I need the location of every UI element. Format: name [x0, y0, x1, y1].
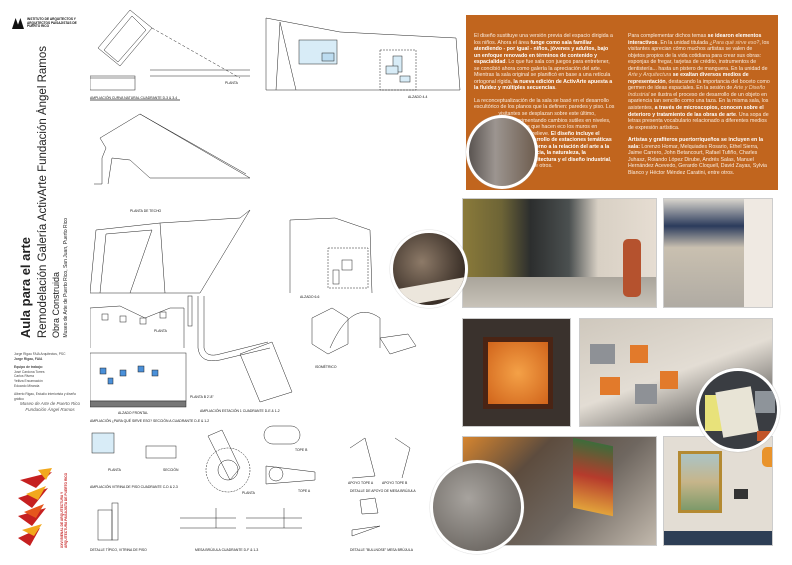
description-text-segment: Lorenzo Homar, Melquiades Rosario, Ethel…	[628, 143, 767, 176]
label-mesa-brujula: MESA BRÚJULA CUADRANTE D-F & 1-3	[195, 547, 258, 552]
label-planta-c: PLANTA	[108, 468, 122, 472]
photo-gallery-corridor	[462, 198, 657, 308]
client-line1: Museo de Arte de Puerto Rico	[19, 401, 81, 406]
description-paragraph: Para complementar dichos temas se idearo…	[628, 33, 770, 131]
credit-team-label: Equipo de trabajo:	[14, 365, 43, 370]
label-isometrico: ISOMÉTRICO	[315, 364, 337, 369]
credit-team-member: Carlos Rivera	[14, 374, 34, 379]
description-text-segment: . En la unidad titulada	[657, 39, 710, 46]
label-ampliacion-para-que: AMPLIACIÓN ¿PARA QUÉ SIRVE ESO? SECCIÓN …	[90, 418, 209, 423]
description-column-1: El diseño sustituye una versión previa d…	[474, 33, 616, 184]
client-line2: Fundación Ángel Ramos	[25, 407, 75, 412]
project-title: Aula para el arte	[18, 236, 33, 338]
drawing-curve-plan: PLANTA AMPLIACIÓN CURVA NATURAL CUADRANT…	[90, 9, 251, 185]
institute-logo-mark	[12, 18, 24, 29]
label-detalle-bullnose: DETALLE "BULLNOSE" MESA BRÚJULA	[350, 547, 414, 552]
description-paragraph: El diseño sustituye una versión previa d…	[474, 33, 616, 92]
description-text-segment: , entre otros.	[526, 156, 612, 170]
photo-circle-interactive-station	[466, 115, 538, 189]
description-paragraph: La reconceptualización de la sala se bas…	[474, 98, 616, 170]
label-tope-b: TOPE B	[295, 448, 308, 452]
photo-activarte-entrance	[663, 198, 773, 308]
description-text-segment: .	[555, 85, 557, 92]
drawing-isometric: ISOMÉTRICO	[311, 307, 417, 369]
description-text-segment: a través de microscopios, conocen sobre …	[628, 105, 764, 118]
label-ampliacion-vitrina: AMPLIACIÓN VITRINA DE PISO CUADRANTE C-D…	[90, 484, 178, 489]
photo-circle-word-search	[430, 460, 524, 554]
description-text-segment: Para complementar dichos temas	[628, 33, 708, 39]
label-apoyo-a: APOYO TOPE A	[348, 481, 374, 485]
description-text-segment: . Una sopa de letras presenta vocabulari…	[628, 111, 769, 131]
description-text-segment: ¿Para qué sirve eso?	[709, 39, 760, 46]
label-planta-b2: PLANTA B 2'-8"	[190, 395, 214, 399]
description-text-segment: , destacando la importancia del boceto c…	[628, 78, 770, 92]
architectural-drawings: PLANTA AMPLIACIÓN CURVA NATURAL CUADRANT…	[90, 9, 461, 552]
label-planta: PLANTA	[225, 81, 239, 85]
drawing-elevation-44: ALZADO 4-4	[265, 17, 461, 99]
credit-interior: Alberto Rigau, Estudio interiorista y di…	[14, 392, 77, 401]
description-text-segment: El diseño incluye el desarrollo de estac…	[524, 130, 612, 163]
client: Museo de Arte de Puerto Rico Fundación Á…	[14, 401, 86, 413]
photo-display-niche	[462, 318, 571, 427]
drawing-plan-b: PLANTA PLANTA B 2'-8" ALZADO FRONTAL	[90, 305, 214, 415]
label-alzado-frontal: ALZADO FRONTAL	[118, 411, 148, 415]
description-text-segment: Arte y Diseño Industrial	[628, 85, 766, 98]
bienal-logo	[18, 468, 52, 546]
credit-firm: Jorge Rigau FAIA Arquitectos, PSC	[14, 352, 66, 356]
description-text-segment: Arte y Arquitectura	[628, 72, 672, 79]
description-text-segment: se exaltan diversos medios de representa…	[628, 72, 749, 85]
description-text-segment: se ilustra el proceso de desarrollo de u…	[628, 91, 769, 112]
institute-logo: INSTITUTO DE ARQUITECTOS Y ARQUITECTOS P…	[12, 17, 77, 29]
label-planta-b: PLANTA	[154, 329, 168, 333]
photo-framed-painting	[663, 436, 773, 546]
label-alzado-44: ALZADO 4-4	[408, 95, 428, 99]
label-apoyo-b: APOYO TOPE B	[382, 481, 408, 485]
project-location: Museo de Arte de Puerto Rico, San Juan, …	[63, 218, 69, 338]
project-subtitle: Remodelación Galería ActivArte Fundación…	[37, 45, 49, 338]
drawing-curved-wall	[187, 295, 293, 403]
project-category: Obra Construida	[51, 271, 61, 338]
description-text-segment: funge como sala familiar atendiendo - po…	[474, 39, 609, 66]
description-text-segment: se idearon elementos interactivos	[628, 33, 762, 46]
credit-team-member: José Cardona Torres	[14, 369, 45, 374]
drawing-details: AMPLIACIÓN ¿PARA QUÉ SIRVE ESO? SECCIÓN …	[90, 408, 416, 552]
drawing-roof-plan: PLANTA DE TECHO ALZADO 6-6	[90, 209, 373, 299]
description-text-segment: . Lo que fue sala con juegos para entret…	[474, 59, 611, 85]
photo-circle-material-swatches	[696, 368, 780, 452]
credit-architect: Jorge Rigau, FAIA	[14, 356, 43, 361]
description-column-2: Para complementar dichos temas se idearo…	[628, 33, 770, 184]
label-planta-d: PLANTA	[242, 491, 256, 495]
description-text-segment: El diseño sustituye una versión previa d…	[474, 33, 613, 46]
label-detalle-apoyo: DETALLE DE APOYO DE MESA BRÚJULA	[350, 488, 416, 493]
credit-team-member: Yelitza Encarnación	[14, 378, 43, 383]
title-block: Aula para el arte Remodelación Galería A…	[18, 40, 69, 338]
photo-circle-microscopes	[390, 230, 468, 308]
credit-team-member: Eduardo Miranda	[14, 383, 40, 388]
label-planta-techo: PLANTA DE TECHO	[130, 209, 162, 213]
label-alzado-66: ALZADO 6-6	[300, 295, 320, 299]
label-seccion: SECCIÓN	[163, 467, 179, 472]
label-ampliacion-estacion: AMPLIACIÓN ESTACIÓN 1 CUADRANTE D-E & 1-…	[200, 408, 280, 413]
label-detalle-vitrina: DETALLE TÍPICO, VITRINA DE PISO	[90, 548, 147, 552]
label-ampliacion-curva: AMPLIACIÓN CURVA NATURAL CUADRANTE D-3 &…	[90, 95, 177, 100]
label-tope-a: TOPE A	[298, 489, 311, 493]
bienal-text: XXVI BIENAL DE ARQUITECTURA Y ARQUITECTU…	[60, 472, 68, 548]
description-text-segment: La reconceptualización de la sala se bas…	[474, 97, 615, 137]
description-paragraph: Artistas y grafiteros puertorriqueños se…	[628, 137, 770, 176]
description-text-segment: Artistas y grafiteros puertorriqueños se…	[628, 137, 764, 150]
institute-logo-text: INSTITUTO DE ARQUITECTOS Y ARQUITECTOS P…	[27, 17, 77, 29]
description-text-segment: , los visitantes aprecian cómo muchos ar…	[628, 39, 769, 72]
credits: Jorge Rigau FAIA Arquitectos, PSC Jorge …	[14, 352, 86, 401]
description-text-segment: la nueva edición de ActivArte apuesta a …	[474, 78, 613, 92]
